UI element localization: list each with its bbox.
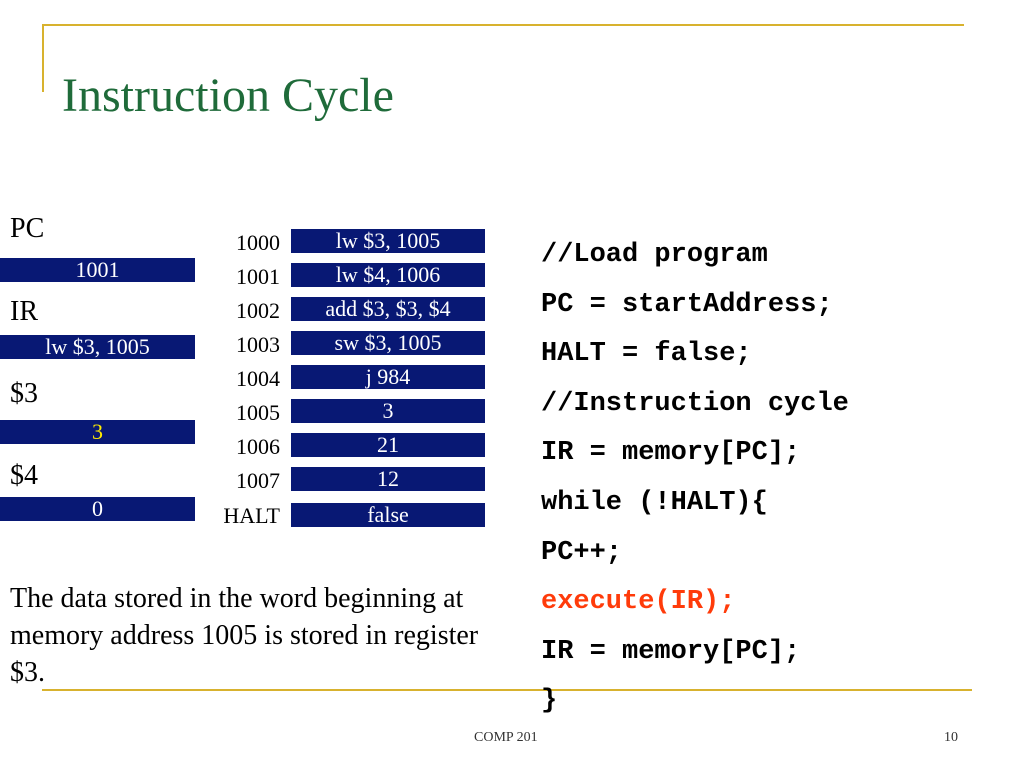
register-4-label: $4 [10,460,38,491]
memory-cell: 12 [291,467,485,491]
top-border-line [42,24,964,26]
memory-cell: sw $3, 1005 [291,331,485,355]
register-4-value: 0 [0,497,195,521]
memory-address: 1005 [236,400,280,425]
slide-title: Instruction Cycle [62,69,394,122]
left-border-line [42,24,44,92]
memory-address: 1007 [236,468,280,493]
footer-course: COMP 201 [474,730,538,745]
memory-cell: 21 [291,433,485,457]
code-line: //Instruction cycle [541,388,849,419]
memory-address: 1006 [236,434,280,459]
bottom-divider-line [42,689,972,691]
code-line-highlighted: execute(IR); [541,587,736,618]
code-line: HALT = false; [541,339,752,370]
code-line: while (!HALT){ [541,487,768,518]
memory-cell: lw $3, 1005 [291,229,485,253]
memory-address: 1001 [236,264,280,289]
pseudocode-block: //Load program PC = startAddress; HALT =… [541,235,849,731]
memory-address: 1004 [236,366,280,391]
register-3-label: $3 [10,378,38,409]
memory-cell: lw $4, 1006 [291,263,485,287]
code-line: IR = memory[PC]; [541,636,801,667]
code-line: } [541,686,558,717]
pc-register-value: 1001 [0,258,195,282]
ir-register-value: lw $3, 1005 [0,335,195,359]
register-3-value: 3 [0,420,195,444]
memory-address: 1002 [236,298,280,323]
ir-register-label: IR [10,296,38,327]
memory-cell: j 984 [291,365,485,389]
memory-cell: add $3, $3, $4 [291,297,485,321]
memory-cell: 3 [291,399,485,423]
footer-page-number: 10 [944,730,958,745]
memory-address: 1000 [236,230,280,255]
code-line: //Load program [541,240,768,270]
memory-address: 1003 [236,332,280,357]
code-line: PC++; [541,537,623,568]
explanation-text: The data stored in the word beginning at… [10,583,479,688]
code-line: IR = memory[PC]; [541,438,801,469]
memory-address: HALT [223,503,280,528]
memory-cell: false [291,503,485,527]
pc-register-label: PC [10,213,45,244]
code-line: PC = startAddress; [541,289,833,320]
